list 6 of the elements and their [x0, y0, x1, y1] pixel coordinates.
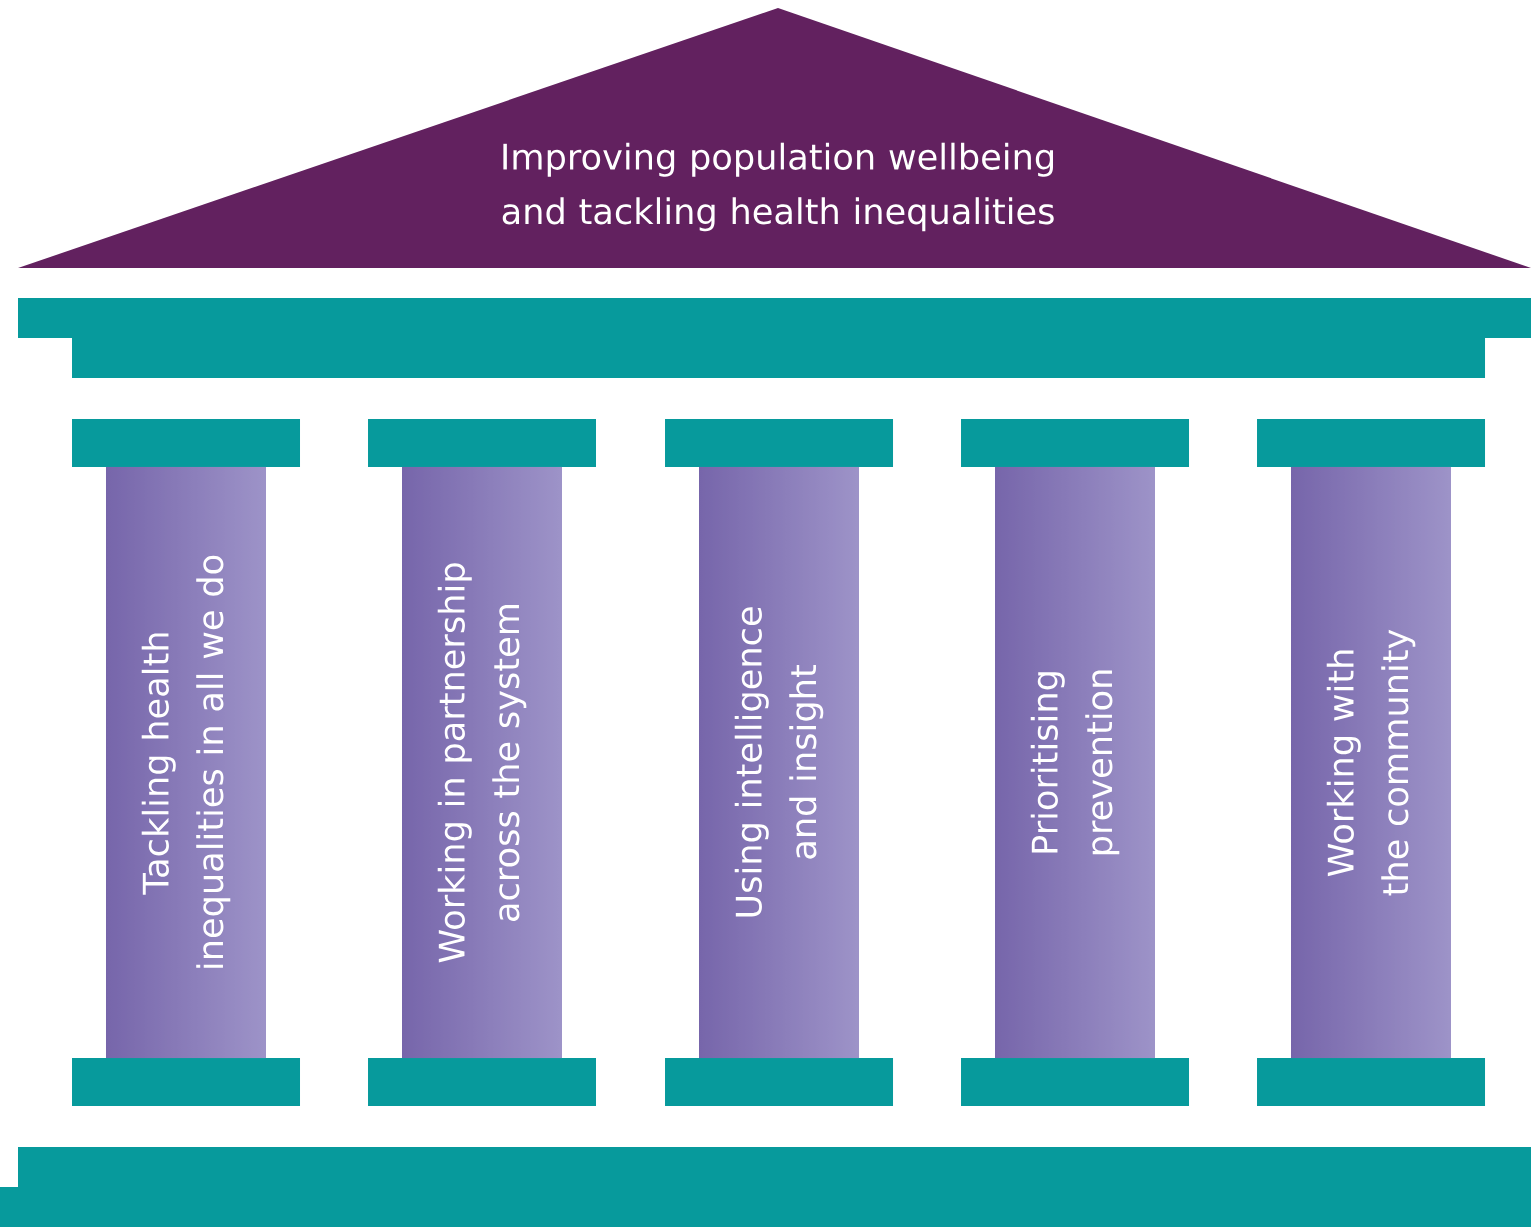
pillar: Using intelligence and insight: [734, 607, 824, 917]
pillar: Working in partnership across the system: [437, 563, 527, 963]
pillar: Working with the community: [1326, 629, 1416, 896]
roof-triangle: Improving population wellbeing and tackling health inequalities: [18, 8, 1531, 268]
pillar: Tackling health inequalities in all we do: [141, 555, 231, 968]
pillar: Prioritising prevention: [1030, 670, 1120, 855]
